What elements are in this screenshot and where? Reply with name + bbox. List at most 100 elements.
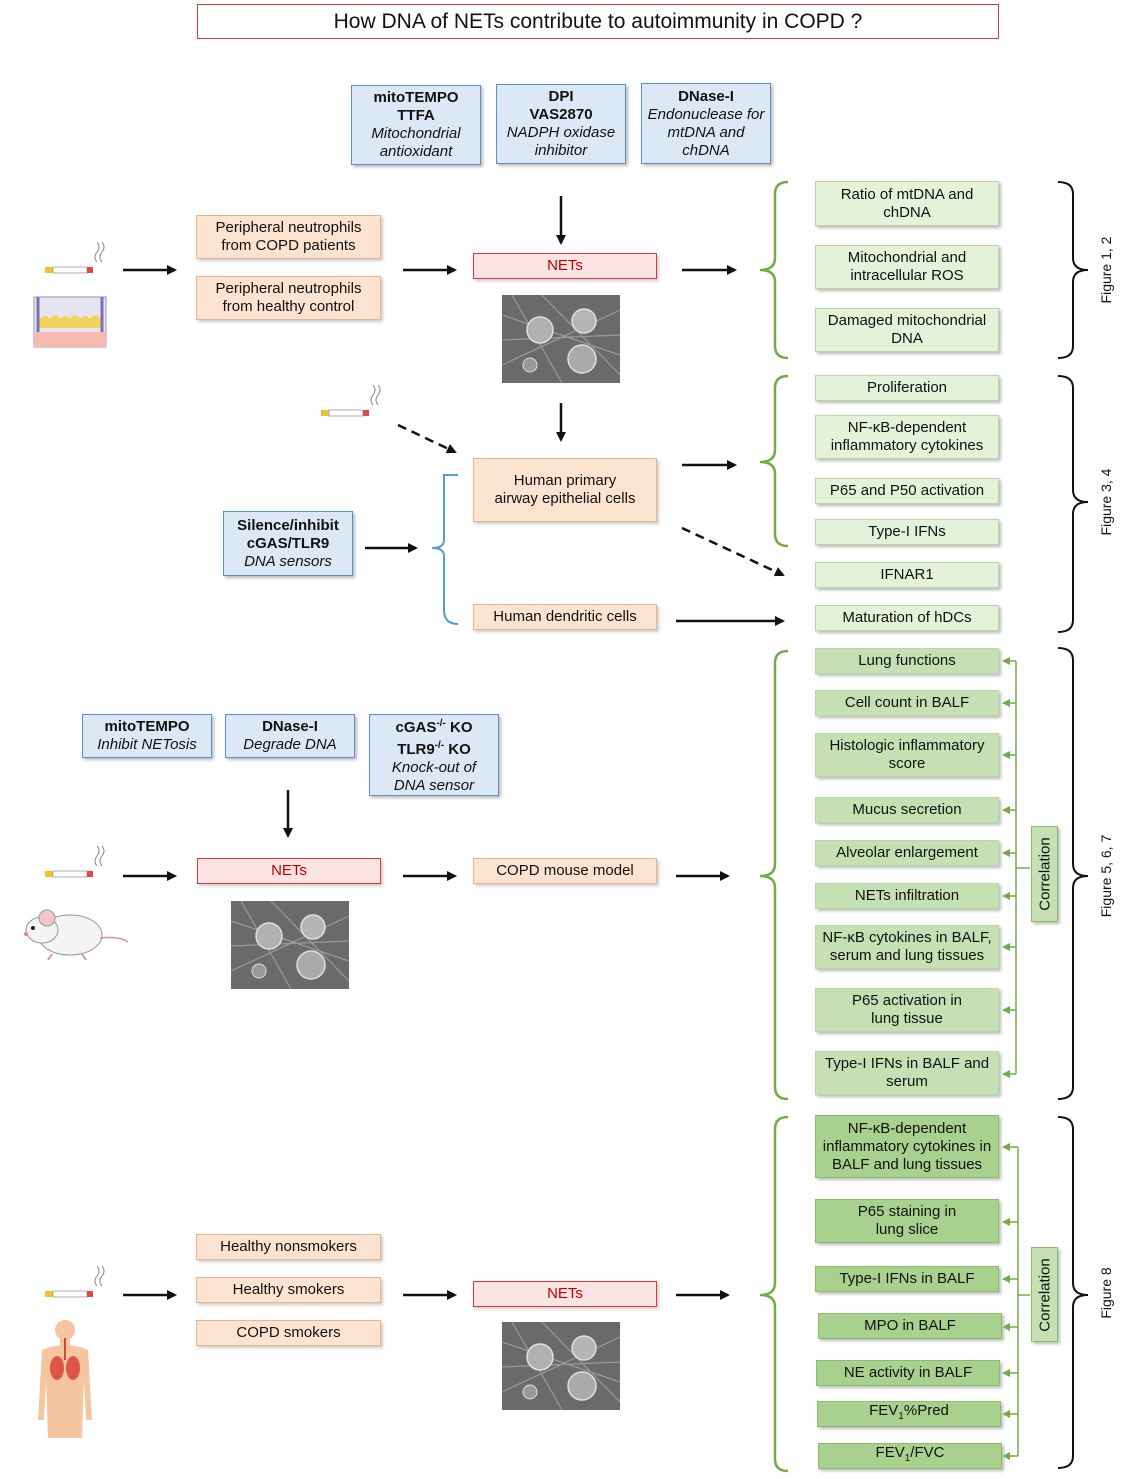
outcome-box: NF-κB cytokines in BALF, serum and lung … — [815, 925, 999, 969]
outcome-box: Type-I IFNs in BALF and serum — [815, 1051, 999, 1095]
human-group-box: COPD smokers — [196, 1320, 381, 1346]
inhibitor-name: DNase-I — [262, 718, 318, 735]
correlation-text: Correlation — [1036, 837, 1053, 911]
outcome-box: MPO in BALF — [818, 1313, 1002, 1339]
nets-micrograph-svg — [501, 294, 621, 384]
correlation-text: Correlation — [1036, 1257, 1053, 1332]
green-bracket-fig34 — [759, 374, 789, 548]
fev1-fvc-box: FEV1/FVC — [818, 1443, 1002, 1469]
outcome-box: Alveolar enlargement — [815, 840, 999, 866]
correlation-connector-fig567 — [1002, 657, 1030, 1078]
human-group-box: Healthy nonsmokers — [196, 1234, 381, 1260]
cell-culture-well-icon — [33, 296, 107, 348]
neutrophils-healthy-box: Peripheral neutrophils from healthy cont… — [196, 276, 381, 320]
outcome-box: IFNAR1 — [815, 562, 999, 588]
dashed-arrow-smoke-to-airway — [397, 423, 457, 454]
outcome-box: Type-I IFNs — [815, 519, 999, 545]
human-nets-box: NETs — [473, 1281, 657, 1307]
sensor-description: DNA sensors — [244, 552, 332, 570]
outcome-box: Histologic inflammatory score — [815, 733, 999, 777]
mouse-icon — [24, 909, 129, 961]
inhibitor-description: Mitochondrial antioxidant — [371, 125, 461, 160]
diagram-title: How DNA of NETs contribute to autoimmuni… — [197, 4, 999, 39]
outcome-box: Type-I IFNs in BALF — [815, 1266, 999, 1292]
cigarette-icon — [45, 845, 105, 878]
black-bracket-fig567 — [1057, 647, 1089, 1100]
green-bracket-fig8 — [759, 1115, 789, 1473]
human-body-icon — [38, 1320, 92, 1438]
figure-label: Figure 8 — [1098, 1267, 1114, 1319]
green-bracket-fig12 — [759, 180, 789, 360]
inhibitor-box-mitotempo-ttfa: mitoTEMPO TTFA Mitochondrial antioxidant — [351, 85, 481, 165]
cigarette-icon — [321, 384, 381, 417]
dashed-arrow-airway-to-ifnar1 — [681, 526, 785, 577]
fev1-fvc-text: FEV1/FVC — [875, 1444, 945, 1464]
outcome-box: Maturation of hDCs — [815, 605, 999, 631]
nets-micrograph-image — [501, 1321, 621, 1411]
black-bracket-fig12 — [1057, 181, 1089, 359]
outcome-box: Proliferation — [815, 375, 999, 401]
inhibitor-name: VAS2870 — [529, 106, 593, 123]
blue-bracket-cells — [431, 474, 459, 625]
nets-micrograph-image — [230, 900, 350, 990]
mouse-nets-box: NETs — [197, 858, 381, 884]
cigarette-icon — [45, 1265, 105, 1298]
outcome-box: NF-κB-dependent inflammatory cytokines i… — [815, 1115, 999, 1178]
nets-micrograph-svg — [230, 900, 350, 990]
outcome-box: P65 and P50 activation — [815, 478, 999, 504]
inhibitor-description: Degrade DNA — [243, 736, 337, 753]
figure-label: Figure 5, 6, 7 — [1098, 834, 1114, 918]
silence-label: Silence/inhibit — [237, 516, 339, 534]
silence-inhibit-box: Silence/inhibit cGAS/TLR9 DNA sensors — [223, 511, 353, 576]
black-bracket-fig8 — [1057, 1116, 1089, 1469]
cgas-knockout-label: cGAS-/- KO — [395, 718, 473, 736]
inhibitor-box-dpi-vas2870: DPI VAS2870 NADPH oxidase inhibitor — [496, 84, 626, 164]
nets-box: NETs — [473, 253, 657, 279]
outcome-box: P65 activation in lung tissue — [815, 988, 999, 1032]
inhibitor-name: mitoTEMPO — [104, 718, 190, 735]
outcome-box: NETs infiltration — [815, 883, 999, 909]
outcome-box: Cell count in BALF — [815, 690, 999, 716]
tlr9-knockout-label: TLR9-/- KO — [397, 740, 471, 758]
correlation-connector-fig8 — [1002, 1143, 1030, 1460]
mouse-knockout-box: cGAS-/- KO TLR9-/- KO Knock-out of DNA s… — [369, 714, 499, 796]
outcome-box: Mucus secretion — [815, 797, 999, 823]
copd-mouse-model-box: COPD mouse model — [473, 858, 657, 884]
figure-label: Figure 1, 2 — [1098, 236, 1114, 304]
outcome-box: P65 staining in lung slice — [815, 1199, 999, 1243]
inhibitor-box-dnase: DNase-I Endonuclease for mtDNA and chDNA — [641, 83, 771, 164]
dendritic-cells-box: Human dendritic cells — [473, 604, 657, 630]
inhibitor-name: TTFA — [397, 107, 435, 124]
outcome-box: NE activity in BALF — [816, 1360, 1000, 1386]
green-bracket-fig567 — [759, 649, 789, 1101]
inhibitor-description: NADPH oxidase inhibitor — [506, 124, 616, 159]
cigarette-icon — [45, 241, 105, 274]
fev1-pred-text: FEV1%Pred — [869, 1402, 949, 1422]
outcome-box: NF-κB-dependent inflammatory cytokines — [815, 415, 999, 459]
human-group-box: Healthy smokers — [196, 1277, 381, 1303]
correlation-label-fig8: Correlation — [1031, 1247, 1058, 1342]
outcome-box: Damaged mitochondrial DNA — [815, 308, 999, 352]
neutrophils-copd-box: Peripheral neutrophils from COPD patient… — [196, 215, 381, 259]
fev1-pred-box: FEV1%Pred — [817, 1401, 1001, 1427]
nets-micrograph-image — [501, 294, 621, 384]
inhibitor-name: DPI — [548, 88, 574, 105]
mouse-inhibitor-mitotempo: mitoTEMPO Inhibit NETosis — [82, 714, 212, 758]
figure-label: Figure 3, 4 — [1098, 468, 1114, 536]
airway-epithelial-cells-box: Human primary airway epithelial cells — [473, 458, 657, 522]
black-bracket-fig34 — [1057, 375, 1089, 633]
sensor-label: cGAS/TLR9 — [246, 534, 330, 552]
outcome-box: Lung functions — [815, 648, 999, 674]
outcome-box: Ratio of mtDNA and chDNA — [815, 181, 999, 226]
inhibitor-name: DNase-I — [678, 87, 734, 105]
inhibitor-description: Endonuclease for mtDNA and chDNA — [647, 105, 765, 159]
knockout-description: Knock-out of DNA sensor — [391, 759, 477, 794]
correlation-label-fig567: Correlation — [1031, 826, 1058, 922]
mouse-inhibitor-dnase: DNase-I Degrade DNA — [225, 714, 355, 758]
inhibitor-description: Inhibit NETosis — [97, 736, 197, 753]
outcome-box: Mitochondrial and intracellular ROS — [815, 245, 999, 289]
nets-micrograph-svg — [501, 1321, 621, 1411]
inhibitor-name: mitoTEMPO — [373, 89, 459, 106]
